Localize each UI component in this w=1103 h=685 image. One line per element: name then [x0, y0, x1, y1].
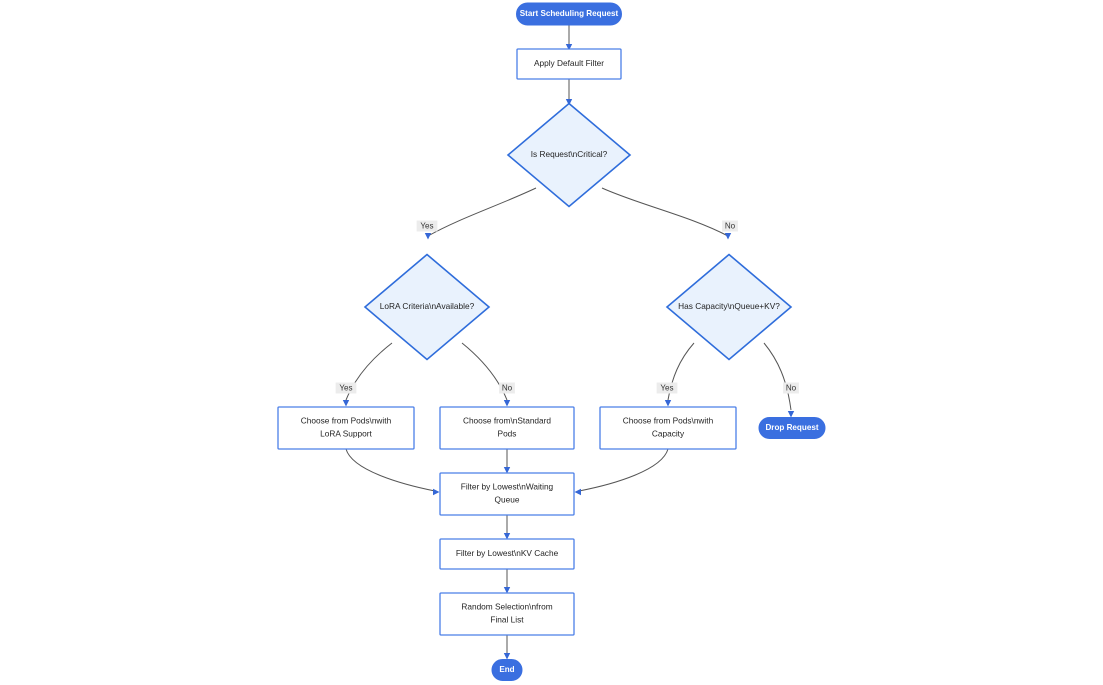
edge-is_request_critical-to-lora_criteria_available	[427, 187, 537, 237]
node-label: Filter by Lowest\nWaiting	[461, 482, 554, 492]
arrowheads-layer	[342, 44, 795, 660]
node-shape-rect	[439, 592, 575, 636]
edge-label-text: No	[502, 384, 513, 393]
arrowhead-icon	[664, 400, 672, 407]
edge-label-background	[722, 220, 738, 232]
edge-label-e4: No	[722, 220, 738, 232]
node-label: Final List	[490, 615, 524, 625]
edge-lora_criteria_available-to-choose_lora_pods	[345, 342, 393, 401]
arrowhead-icon	[503, 467, 511, 474]
node-shape-rect	[277, 406, 415, 450]
node-shape-pill	[516, 2, 622, 26]
node-shape-rect	[599, 406, 737, 450]
node-shape-rect	[439, 538, 575, 570]
edge-label-text: No	[725, 222, 736, 231]
edge-label-e7: Yes	[656, 382, 678, 394]
node-shape-diamond	[665, 253, 793, 361]
node-shape-rect	[439, 406, 575, 450]
edge-is_request_critical-to-has_capacity	[601, 187, 729, 237]
arrowhead-icon	[574, 488, 581, 496]
edge-label-background	[656, 382, 678, 394]
edge-label-text: No	[786, 384, 797, 393]
node-label: Queue	[495, 495, 520, 505]
edge-label-e3: Yes	[416, 220, 438, 232]
arrowhead-icon	[503, 653, 511, 660]
node-label: Choose from\nStandard	[463, 416, 551, 426]
node-label: Drop Request	[765, 423, 818, 432]
node-label: Choose from Pods\nwith	[301, 416, 392, 426]
edge-label-background	[499, 382, 515, 394]
node-filter_kv_cache[interactable]: Filter by Lowest\nKV Cache	[439, 538, 575, 570]
node-label: LoRA Support	[320, 429, 372, 439]
node-label: End	[499, 665, 514, 674]
node-apply_default_filter[interactable]: Apply Default Filter	[516, 48, 622, 80]
arrowhead-icon	[342, 400, 350, 407]
arrowhead-icon	[724, 233, 732, 240]
node-label: Choose from Pods\nwith	[623, 416, 714, 426]
node-drop_request[interactable]: Drop Request	[758, 417, 826, 439]
arrowhead-icon	[503, 533, 511, 540]
edge-choose_capacity_pods-to-filter_waiting_queue	[578, 448, 669, 492]
node-shape-pill	[758, 417, 826, 439]
node-shape-diamond	[363, 253, 491, 361]
arrowhead-icon	[565, 44, 573, 51]
arrowhead-icon	[503, 400, 511, 407]
edge-label-background	[335, 382, 357, 394]
edge-label-background	[416, 220, 438, 232]
node-shape-rect	[439, 472, 575, 516]
node-label: Random Selection\nfrom	[461, 602, 552, 612]
node-label: Pods	[498, 429, 517, 439]
edge-label-e5: Yes	[335, 382, 357, 394]
node-shape-pill	[491, 659, 523, 681]
node-label: Apply Default Filter	[534, 58, 604, 68]
node-start[interactable]: Start Scheduling Request	[516, 2, 622, 26]
edge-label-text: Yes	[660, 384, 673, 393]
edge-label-text: Yes	[420, 222, 433, 231]
edge-choose_lora_pods-to-filter_waiting_queue	[345, 448, 436, 492]
node-shape-diamond	[506, 102, 632, 208]
edge-label-background	[783, 382, 799, 394]
arrowhead-icon	[787, 411, 795, 418]
node-label: Has Capacity\nQueue+KV?	[678, 301, 780, 311]
node-end[interactable]: End	[491, 659, 523, 681]
edge-has_capacity-to-choose_capacity_pods	[667, 342, 695, 401]
arrowhead-icon	[424, 233, 432, 240]
edge-label-text: Yes	[339, 384, 352, 393]
arrowhead-icon	[433, 488, 440, 496]
arrowhead-icon	[503, 587, 511, 594]
edge-lora_criteria_available-to-choose_standard_pods	[461, 342, 508, 401]
node-has_capacity[interactable]: Has Capacity\nQueue+KV?	[665, 253, 793, 361]
node-label: Filter by Lowest\nKV Cache	[456, 548, 559, 558]
node-shape-rect	[516, 48, 622, 80]
node-label: Start Scheduling Request	[520, 9, 619, 18]
edge-label-e6: No	[499, 382, 515, 394]
node-label: Is Request\nCritical?	[531, 149, 608, 159]
node-lora_criteria_available[interactable]: LoRA Criteria\nAvailable?	[363, 253, 491, 361]
edge-label-e8: No	[783, 382, 799, 394]
arrowhead-icon	[565, 99, 573, 106]
node-label: Capacity	[652, 429, 685, 439]
node-is_request_critical[interactable]: Is Request\nCritical?	[506, 102, 632, 208]
edge-has_capacity-to-drop_request	[763, 342, 792, 411]
node-label: LoRA Criteria\nAvailable?	[380, 301, 475, 311]
